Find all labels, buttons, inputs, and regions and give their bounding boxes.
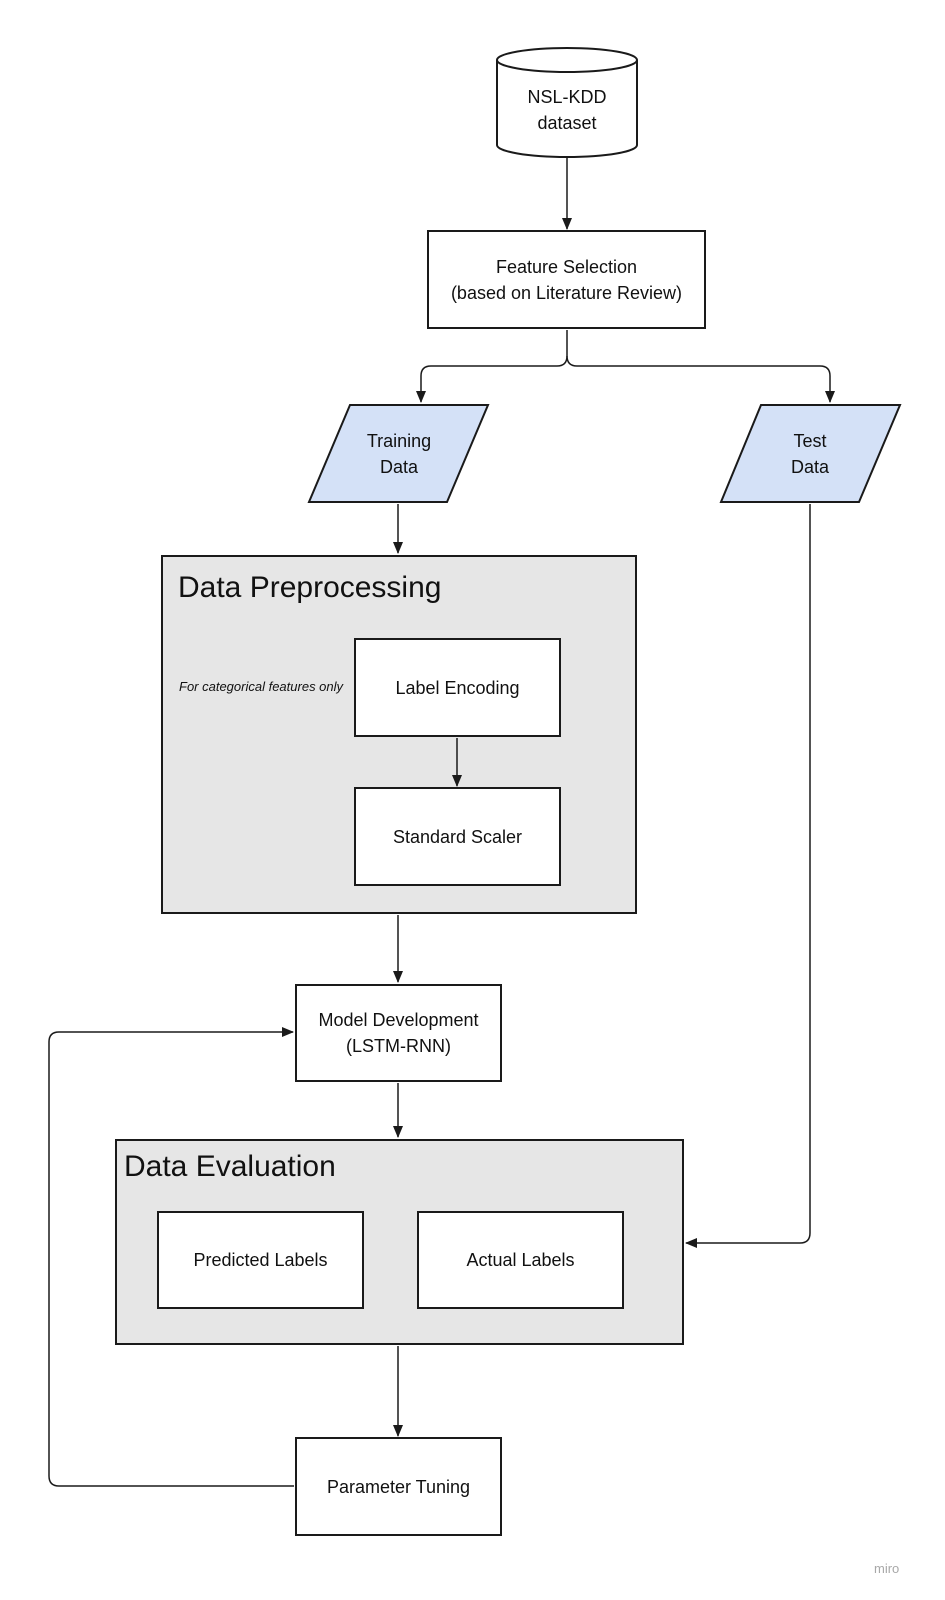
actual-labels-box: Actual Labels: [417, 1211, 624, 1309]
test-data-label: Test Data: [790, 430, 830, 477]
feature-selection-box: Feature Selection (based on Literature R…: [427, 230, 706, 329]
training-data-shape: [307, 404, 490, 503]
data-evaluation-title: Data Evaluation: [124, 1150, 336, 1183]
label-encoding-box: Label Encoding: [354, 638, 561, 737]
model-development-box: Model Development (LSTM-RNN): [295, 984, 502, 1082]
training-data-label: Training Data: [366, 430, 432, 477]
predicted-labels-box: Predicted Labels: [157, 1211, 364, 1309]
arrow-test-to-evaluation: [685, 504, 811, 1248]
test-data-shape: [719, 404, 902, 503]
data-preprocessing-title: Data Preprocessing: [178, 571, 442, 604]
miro-watermark: miro: [874, 1561, 900, 1576]
arrow-feature-selection-to-training: [416, 330, 568, 403]
standard-scaler-box: Standard Scaler: [354, 787, 561, 886]
dataset-label: NSL-KDD dataset: [527, 87, 607, 133]
categorical-features-note: For categorical features only: [179, 679, 344, 694]
arrow-feature-selection-to-test: [566, 355, 835, 403]
arrow-tuning-to-model-feedback: [48, 1027, 294, 1487]
parameter-tuning-box: Parameter Tuning: [295, 1437, 502, 1536]
dataset-cylinder-shape: [496, 47, 638, 158]
